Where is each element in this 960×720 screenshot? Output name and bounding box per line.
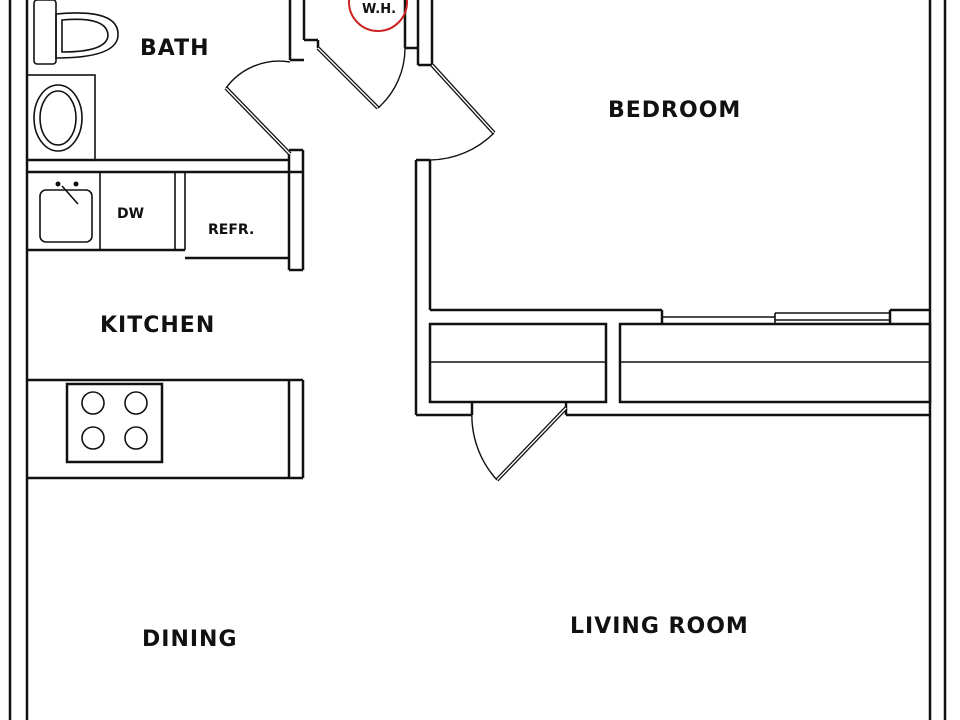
closets [416, 322, 932, 482]
living-room-label: LIVING ROOM [570, 614, 749, 639]
bedroom-room [414, 158, 930, 415]
dishwasher-label: DW [117, 206, 144, 222]
stove-icon [65, 382, 164, 464]
refrigerator-label: REFR. [208, 222, 254, 238]
toilet-icon [33, 0, 119, 65]
water-heater-closet [316, 0, 420, 110]
bath-sink-icon [26, 74, 96, 161]
exterior-walls [8, 0, 947, 720]
kitchen-label: KITCHEN [100, 313, 215, 338]
bath-label: BATH [140, 36, 210, 61]
water-heater-label: W.H. [362, 2, 396, 17]
water-heater-icon: W.H. [348, 0, 408, 32]
bedroom-label: BEDROOM [608, 98, 741, 123]
range-counter [27, 378, 305, 480]
bedroom-door [418, 0, 496, 161]
kitchen-counter [27, 170, 303, 272]
kitchen-sink-icon [39, 181, 93, 243]
dining-label: DINING [142, 627, 238, 652]
